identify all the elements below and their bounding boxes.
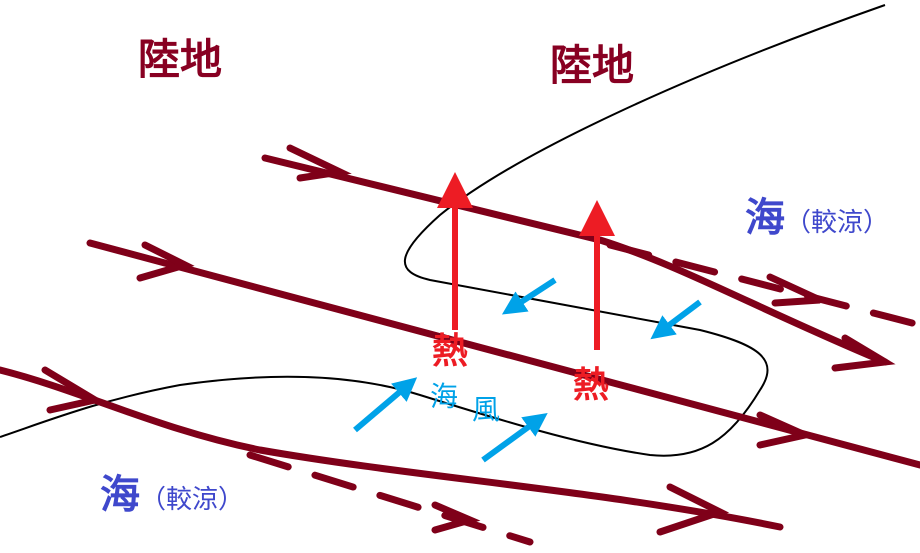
airflow-line-bottom-dashed	[246, 451, 534, 546]
sea-label-text: 海	[100, 472, 140, 518]
airflow-arrowhead	[756, 411, 817, 449]
airflow-arrowhead	[766, 273, 822, 307]
heat-label-left: 熱	[432, 331, 469, 372]
breeze-arrow	[501, 277, 557, 315]
airflow-line-top-dashed	[606, 241, 920, 329]
coastline-upper	[0, 4, 886, 457]
cooler-note: （較涼）	[140, 485, 245, 515]
sea-breeze-label-wind: 風	[472, 393, 501, 426]
airflow-arrowhead	[831, 334, 896, 372]
sea-breeze-label-sea: 海	[430, 380, 459, 413]
sea-breeze-arrows	[353, 277, 702, 463]
land-label-right: 陸地	[550, 41, 635, 90]
airflow-arrowhead	[431, 501, 481, 534]
airflow-arrowhead	[656, 483, 730, 536]
airflow-lines	[0, 144, 920, 546]
airflow-arrowhead	[41, 366, 105, 414]
airflow-arrowhead	[136, 241, 195, 282]
land-label-left: 陸地	[138, 35, 223, 84]
sea-label-right: 海（較涼）	[745, 185, 889, 243]
cooler-note: （較涼）	[785, 208, 890, 238]
airflow-arrowhead	[286, 144, 352, 182]
breeze-arrow	[353, 377, 418, 433]
breeze-arrow	[650, 299, 702, 340]
sea-label-text: 海	[745, 195, 785, 241]
sea-label-left: 海（較涼）	[100, 462, 244, 520]
heat-label-right: 熱	[573, 365, 610, 406]
breeze-arrow	[481, 412, 548, 463]
